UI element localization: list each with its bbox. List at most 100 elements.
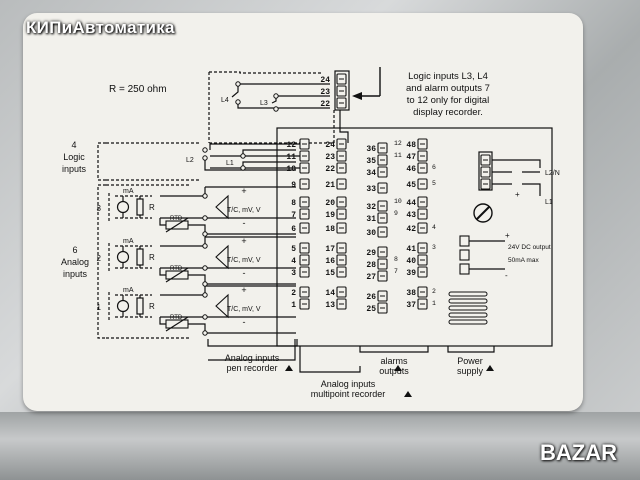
- contact-point: [202, 147, 208, 153]
- resistor-note: R = 250 ohm: [109, 84, 167, 95]
- terminal-number: 12: [286, 141, 296, 150]
- analog-inputs-label: 6: [72, 245, 77, 255]
- relay-number: 2: [432, 288, 436, 295]
- relay-number: 11: [394, 152, 402, 159]
- relay-number: 10: [394, 198, 402, 205]
- resistor-r-label: R: [149, 203, 155, 212]
- power-plus-label: +: [515, 190, 520, 199]
- resistor-r-label: R: [149, 253, 155, 262]
- tc-label: T/C, mV, V: [227, 207, 261, 214]
- terminal-number: 26: [366, 293, 376, 302]
- contact-point: [202, 155, 208, 161]
- ma-label: mA: [123, 188, 134, 195]
- dc-output-terminal: [459, 235, 470, 247]
- relay-number: 3: [432, 244, 436, 251]
- wire: [359, 346, 429, 353]
- contact-point: [273, 106, 279, 112]
- tc-label: T/C, mV, V: [227, 306, 261, 313]
- rtd-symbol: [165, 319, 189, 329]
- relay-number: 4: [432, 224, 436, 231]
- relay-number: 7: [394, 268, 398, 275]
- logic-note-line: display recorder.: [413, 107, 483, 118]
- wire: [159, 268, 166, 276]
- logic-l4: L4: [221, 97, 229, 104]
- terminal-number: 6: [291, 225, 296, 234]
- terminal-number: 36: [366, 145, 376, 154]
- wire: [522, 183, 541, 196]
- current-source-symbol: [116, 200, 130, 214]
- arrow-up: [394, 365, 402, 371]
- terminal-number: 42: [406, 225, 416, 234]
- vent-slot: [448, 291, 488, 297]
- terminal-number: 38: [406, 289, 416, 298]
- contact-point: [202, 215, 208, 221]
- terminal-number: 39: [406, 269, 416, 278]
- main-terminal-frame: [276, 127, 553, 347]
- terminal-number: 7: [291, 211, 296, 220]
- relay-number: 5: [432, 180, 436, 187]
- terminal-number: 11: [286, 153, 296, 162]
- contact-point: [202, 314, 208, 320]
- wire: [492, 159, 541, 168]
- terminal-number: 33: [366, 185, 376, 194]
- logic-l1: L1: [226, 160, 234, 167]
- power-l2n-label: L2/N: [545, 170, 560, 177]
- terminal-number: 18: [325, 225, 335, 234]
- terminal-number: 45: [406, 181, 416, 190]
- tc-label: T/C, mV, V: [227, 257, 261, 264]
- wire: [209, 71, 323, 74]
- wire: [204, 158, 296, 171]
- terminal-number: 29: [366, 249, 376, 258]
- terminal-number: 43: [406, 211, 416, 220]
- vent-slot: [448, 319, 488, 325]
- contact-point: [202, 231, 208, 237]
- wire: [160, 237, 206, 247]
- rtd-label: RTD: [170, 315, 183, 321]
- wire: [237, 102, 330, 109]
- terminal-number: 19: [325, 211, 335, 220]
- terminal-number: 41: [406, 245, 416, 254]
- terminal-number: 28: [366, 261, 376, 270]
- resistor-symbol: [136, 248, 144, 266]
- analog-inputs-label: inputs: [63, 269, 88, 279]
- logic-l2: L2: [186, 157, 194, 164]
- wire: [159, 218, 166, 226]
- terminal-number: 44: [406, 199, 416, 208]
- wire: [165, 217, 189, 233]
- dc-plus-label: +: [505, 231, 510, 240]
- wire: [188, 323, 206, 333]
- wire: [97, 184, 106, 339]
- terminal-number: 22: [325, 165, 335, 174]
- dc-minus-label: -: [505, 271, 508, 280]
- terminal-number: 8: [291, 199, 296, 208]
- contact-point: [273, 93, 279, 99]
- terminal-number: 34: [366, 169, 376, 178]
- terminal-number: 32: [366, 203, 376, 212]
- terminal-number: 24: [320, 76, 330, 85]
- terminal-number: 1: [291, 301, 296, 310]
- arrow-up: [285, 365, 293, 371]
- arrow-head: [352, 92, 362, 100]
- terminal-number: 3: [291, 269, 296, 278]
- relay-number: 1: [432, 300, 436, 307]
- contact-point: [240, 153, 246, 159]
- arrow-up: [404, 391, 412, 397]
- terminal-number: 16: [325, 257, 335, 266]
- plus-sign: +: [241, 186, 246, 196]
- analog-pen-label: Analog inputs: [225, 353, 280, 363]
- metal-housing: [0, 412, 640, 480]
- terminal-number: 40: [406, 257, 416, 266]
- thermocouple-symbol: [215, 244, 229, 270]
- current-source-symbol: [116, 299, 130, 313]
- analog-multipoint-label: multipoint recorder: [311, 389, 386, 399]
- minus-sign: -: [243, 218, 246, 228]
- wire: [97, 142, 106, 181]
- vent-slot: [448, 298, 488, 304]
- alarms-label: alarms: [380, 356, 408, 366]
- terminal-number: 27: [366, 273, 376, 282]
- contact-point: [235, 99, 241, 105]
- logic-inputs-label: Logic: [63, 152, 85, 162]
- wire: [160, 286, 206, 296]
- power-l1-label: L1: [545, 199, 553, 206]
